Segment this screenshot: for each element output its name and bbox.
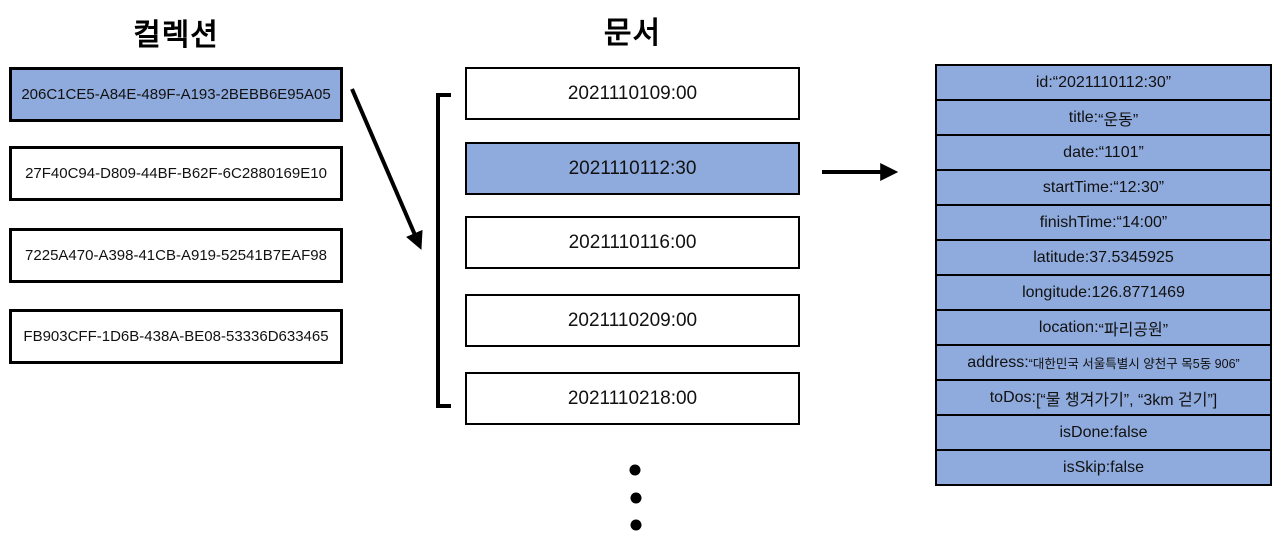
field-label: title <box>1068 108 1094 126</box>
field-row-startTime: startTime : “12:30” <box>935 169 1272 206</box>
field-separator: : <box>1094 318 1099 336</box>
field-separator: : <box>1093 108 1099 126</box>
document-item: 2021110112:30 <box>465 142 800 195</box>
field-value: “운동” <box>1098 111 1139 129</box>
field-row-toDos: toDos : [“물 챙겨가기”, “3km 걷기”] <box>935 379 1272 416</box>
field-value: false <box>1113 423 1148 441</box>
field-row-finishTime: finishTime : “14:00” <box>935 204 1272 241</box>
document-fields-table: id : “2021110112:30” title : “운동” date :… <box>935 64 1272 486</box>
field-separator: : <box>1084 248 1090 266</box>
field-separator: : <box>1031 388 1036 406</box>
field-separator: : <box>1105 458 1111 476</box>
field-value: [“물 챙겨가기”, “3km 걷기”] <box>1035 391 1218 409</box>
field-label: isDone <box>1059 423 1110 441</box>
field-row-latitude: latitude : 37.5345925 <box>935 239 1272 276</box>
field-value: “1101” <box>1098 143 1144 161</box>
field-label: isSkip <box>1063 458 1106 476</box>
field-separator: : <box>1024 353 1029 371</box>
field-value: 37.5345925 <box>1089 248 1174 266</box>
field-row-longitude: longitude : 126.8771469 <box>935 274 1272 311</box>
field-label: location <box>1038 318 1095 336</box>
field-row-address: address : “대한민국 서울특별시 양천구 목5동 906” <box>935 344 1272 381</box>
field-separator: : <box>1108 178 1114 196</box>
field-label: latitude <box>1033 248 1085 266</box>
collection-item: FB903CFF-1D6B-438A-BE08-53336D633465 <box>9 309 343 364</box>
collection-item: 7225A470-A398-41CB-A919-52541B7EAF98 <box>9 228 343 283</box>
field-label: finishTime <box>1039 213 1113 231</box>
ellipsis-dots-icon <box>629 464 642 531</box>
field-value: “파리공원” <box>1098 321 1169 339</box>
field-row-isSkip: isSkip : false <box>935 449 1272 486</box>
collection-item: 27F40C94-D809-44BF-B62F-6C2880169E10 <box>9 146 343 201</box>
document-item: 2021110116:00 <box>465 216 800 269</box>
arrow-collection-to-documents-icon <box>350 88 423 250</box>
field-value: “14:00” <box>1116 213 1168 231</box>
field-value: “12:30” <box>1113 178 1165 196</box>
field-label: toDos <box>989 388 1032 406</box>
document-item: 2021110209:00 <box>465 294 800 347</box>
field-value: false <box>1110 458 1144 476</box>
document-item: 2021110218:00 <box>465 372 800 425</box>
field-separator: : <box>1087 283 1092 301</box>
field-row-date: date : “1101” <box>935 134 1272 171</box>
field-row-id: id : “2021110112:30” <box>935 64 1272 101</box>
documents-title: 문서 <box>603 17 662 50</box>
field-separator: : <box>1109 423 1114 441</box>
field-value: “2021110112:30” <box>1052 73 1172 91</box>
field-row-location: location : “파리공원” <box>935 309 1272 346</box>
collection-title: 컬렉션 <box>133 19 219 52</box>
document-item: 2021110109:00 <box>465 67 800 120</box>
field-separator: : <box>1094 143 1099 161</box>
field-label: date <box>1063 143 1095 161</box>
documents-bracket-icon <box>436 93 451 408</box>
field-row-title: title : “운동” <box>935 99 1272 136</box>
field-value: “대한민국 서울특별시 양천구 목5동 906” <box>1028 357 1240 371</box>
field-label: startTime <box>1042 178 1109 196</box>
field-separator: : <box>1112 213 1117 231</box>
collection-item: 206C1CE5-A84E-489F-A193-2BEBB6E95A05 <box>9 67 343 122</box>
field-row-isDone: isDone : false <box>935 414 1272 451</box>
field-label: longitude <box>1022 283 1088 301</box>
field-label: id <box>1035 73 1049 91</box>
field-separator: : <box>1048 73 1053 91</box>
field-label: address <box>967 353 1025 371</box>
field-value: 126.8771469 <box>1091 283 1185 301</box>
